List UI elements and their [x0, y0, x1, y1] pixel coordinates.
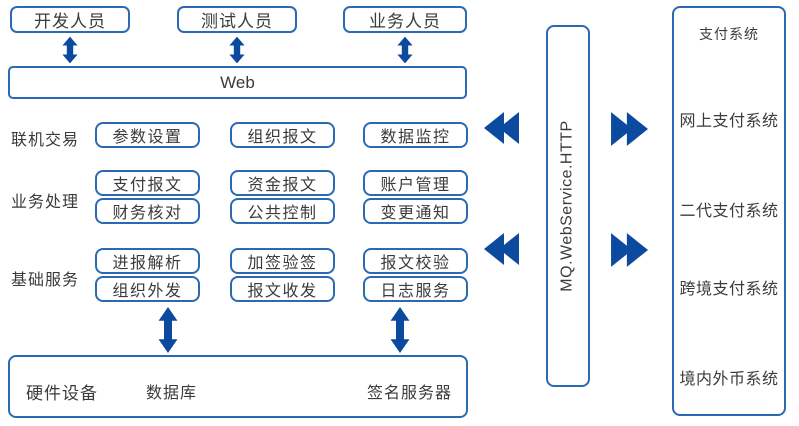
- node-developers: 开发人员: [10, 6, 130, 33]
- node-account-mgmt: 账户管理: [363, 170, 468, 196]
- node-finance-check: 财务核对: [95, 198, 200, 224]
- double-arrow-right-icon: [610, 112, 648, 146]
- double-arrow-left-icon: [484, 233, 520, 265]
- node-inbound-parse: 进报解析: [95, 248, 200, 274]
- label-signature-server: 签名服务器: [367, 385, 453, 402]
- double-arrow-right-icon: [610, 233, 648, 267]
- label-hardware: 硬件设备: [26, 384, 98, 403]
- payment-box: 支付系统 网上支付系统 二代支付系统 跨境支付系统 境内外币系统: [672, 6, 786, 416]
- node-testers: 测试人员: [177, 6, 297, 33]
- node-message-check: 报文校验: [363, 248, 468, 274]
- node-payment-message: 支付报文: [95, 170, 200, 196]
- updown-arrow-icon: [229, 36, 245, 64]
- node-outbound-assembly: 组织外发: [95, 276, 200, 302]
- payment-item-second-gen: 二代支付系统: [679, 203, 779, 220]
- node-param-config: 参数设置: [95, 122, 200, 148]
- node-common-control: 公共控制: [230, 198, 335, 224]
- label-business-processing: 业务处理: [11, 194, 80, 211]
- node-change-notice: 变更通知: [363, 198, 468, 224]
- label-basic-services: 基础服务: [11, 272, 80, 289]
- node-web: Web: [8, 66, 467, 99]
- node-sign-verify: 加签验签: [230, 248, 335, 274]
- mq-box: MQ.WebService.HTTP: [546, 25, 590, 387]
- node-business-users: 业务人员: [343, 6, 467, 33]
- node-message-assembly: 组织报文: [230, 122, 335, 148]
- payment-title: 支付系统: [699, 26, 759, 42]
- payment-item-domestic-fx: 境内外币系统: [679, 371, 779, 388]
- double-arrow-left-icon: [484, 112, 520, 144]
- label-online-trading: 联机交易: [11, 132, 80, 149]
- label-database: 数据库: [146, 385, 198, 402]
- payment-item-cross-border: 跨境支付系统: [679, 281, 779, 298]
- updown-arrow-icon: [62, 36, 78, 64]
- mq-label: MQ.WebService.HTTP: [559, 120, 576, 292]
- node-message-sendrecv: 报文收发: [230, 276, 335, 302]
- node-log-service: 日志服务: [363, 276, 468, 302]
- updown-arrow-icon: [390, 307, 410, 353]
- updown-arrow-icon: [158, 307, 178, 353]
- updown-arrow-icon: [397, 36, 413, 64]
- payment-item-online: 网上支付系统: [679, 113, 779, 130]
- hardware-box: 硬件设备 数据库 签名服务器: [8, 355, 468, 418]
- node-data-monitor: 数据监控: [363, 122, 468, 148]
- node-funds-message: 资金报文: [230, 170, 335, 196]
